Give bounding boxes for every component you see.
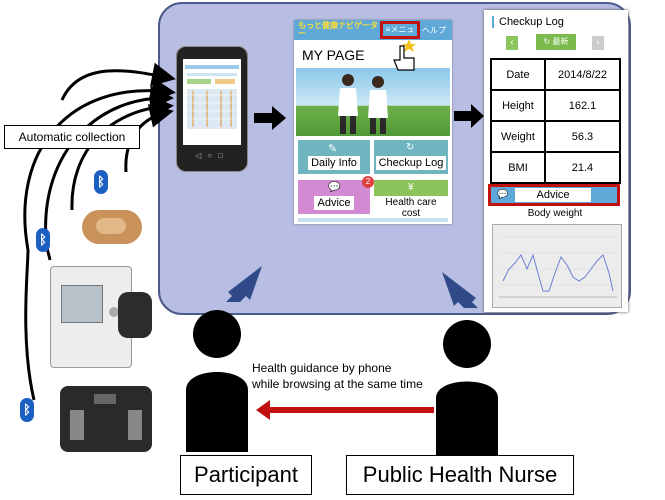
speech-bubble-icon: 💬 (328, 182, 341, 193)
person-icon (186, 310, 248, 452)
runners-image (338, 74, 388, 134)
arrow-icon (256, 400, 434, 420)
phone-screen-content (185, 65, 239, 129)
guidance-text: Health guidance by phone while browsing … (252, 361, 423, 391)
bluetooth-icon: ᛒ (20, 398, 34, 422)
arrow-icon (226, 266, 262, 302)
arrow-icon (254, 106, 286, 130)
body-weight-chart (492, 224, 622, 308)
yen-icon: ¥ (408, 182, 414, 193)
scale-pad (70, 410, 84, 440)
pencil-icon: ✎ (328, 143, 338, 155)
next-button[interactable]: › (592, 36, 604, 50)
scale-pad (128, 410, 142, 440)
pointer-hand-icon (393, 39, 416, 71)
nurse-label: Public Health Nurse (346, 455, 574, 495)
tile-advice[interactable]: 💬 2 Advice (298, 176, 374, 214)
refresh-button[interactable]: ↻ 最新 (536, 34, 576, 50)
menu-button[interactable]: ≡メニュー (380, 21, 420, 46)
app-logo: もっと健康ナビゲーター (298, 21, 378, 38)
monitor-button (109, 307, 119, 317)
app-footer-strip (298, 218, 448, 222)
tile-checkup-log[interactable]: ↻ Checkup Log (374, 140, 448, 174)
advice-badge: 2 (362, 176, 374, 188)
prev-button[interactable]: ‹ (506, 36, 518, 50)
refresh-icon: ↻ (406, 142, 415, 153)
speech-bubble-icon: 💬 (497, 189, 509, 199)
app-screen: もっと健康ナビゲーター ≡メニュー ヘルプ MY PAGE ✎ Daily In… (294, 20, 452, 224)
tile-daily-info[interactable]: ✎ Daily Info (298, 140, 370, 174)
arm-cuff (118, 292, 152, 338)
participant-label: Participant (180, 455, 312, 495)
arrow-icon (442, 272, 478, 308)
app-header: もっと健康ナビゲーター ≡メニュー ヘルプ (294, 20, 452, 46)
advice-bar[interactable]: 💬 Advice (488, 184, 620, 206)
bluetooth-icon: ᛒ (94, 170, 108, 194)
tile-health-care-cost[interactable]: ¥ Health care cost (374, 180, 448, 220)
weight-trend-line (499, 236, 617, 298)
body-scale (60, 386, 152, 452)
activity-wristband (82, 210, 142, 244)
wristband-display (96, 218, 126, 234)
arrow-icon (454, 104, 484, 128)
person-icon (436, 320, 498, 456)
automatic-collection-label: Automatic collection (4, 125, 140, 149)
bluetooth-icon: ᛒ (36, 228, 50, 252)
help-link[interactable]: ヘルプ (422, 26, 446, 35)
smartphone: ◁○□ (176, 46, 248, 172)
checkup-log-title: Checkup Log (492, 16, 564, 28)
page-title: MY PAGE (298, 46, 374, 64)
body-weight-label: Body weight (518, 208, 592, 219)
phone-buttons: ◁○□ (195, 151, 229, 160)
scale-display (94, 394, 116, 404)
header-photo (296, 68, 450, 136)
monitor-screen (61, 285, 103, 323)
advice-label: Advice (515, 188, 591, 202)
phone-screen (183, 59, 241, 145)
